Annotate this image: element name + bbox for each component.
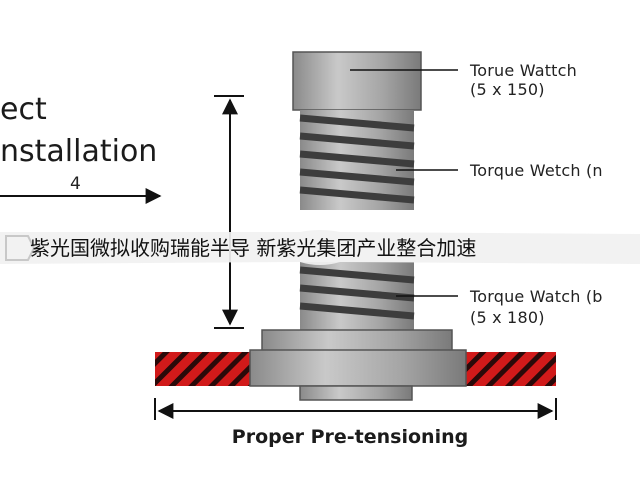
callout-label-bottom: Torque Watch (b bbox=[470, 287, 603, 306]
bolt-tip bbox=[299, 385, 413, 401]
bolt-nut bbox=[249, 349, 467, 387]
callout-leaders bbox=[350, 69, 458, 297]
bolt-washer bbox=[261, 329, 453, 353]
bolt-head bbox=[292, 51, 422, 111]
left-title-line1: ect bbox=[0, 92, 47, 127]
callout-value-top: (5 x 150) bbox=[470, 80, 545, 99]
callout-label-middle: Torque Wetch (n bbox=[470, 161, 603, 180]
pretension-dimension-arrow bbox=[154, 398, 557, 420]
caption-text: 紫光国微拟收购瑞能半导 新紫光集团产业整合加速 bbox=[30, 236, 477, 260]
left-plate bbox=[155, 352, 250, 386]
bolt-thread-lower bbox=[299, 262, 415, 330]
left-dimension-value: 4 bbox=[70, 174, 81, 194]
length-dimension-arrow bbox=[214, 95, 244, 329]
callout-value-bottom: (5 x 180) bbox=[470, 308, 545, 327]
pretension-label: Proper Pre-tensioning bbox=[231, 426, 469, 448]
caption-banner: 紫光国微拟收购瑞能半导 新紫光集团产业整合加速 bbox=[0, 228, 640, 268]
left-title-line2: nstallation bbox=[0, 134, 158, 169]
callout-label-top: Torue Wattch bbox=[470, 61, 577, 80]
bolt-thread-upper bbox=[299, 110, 415, 210]
caption-background bbox=[0, 230, 640, 265]
right-plate bbox=[466, 352, 556, 386]
